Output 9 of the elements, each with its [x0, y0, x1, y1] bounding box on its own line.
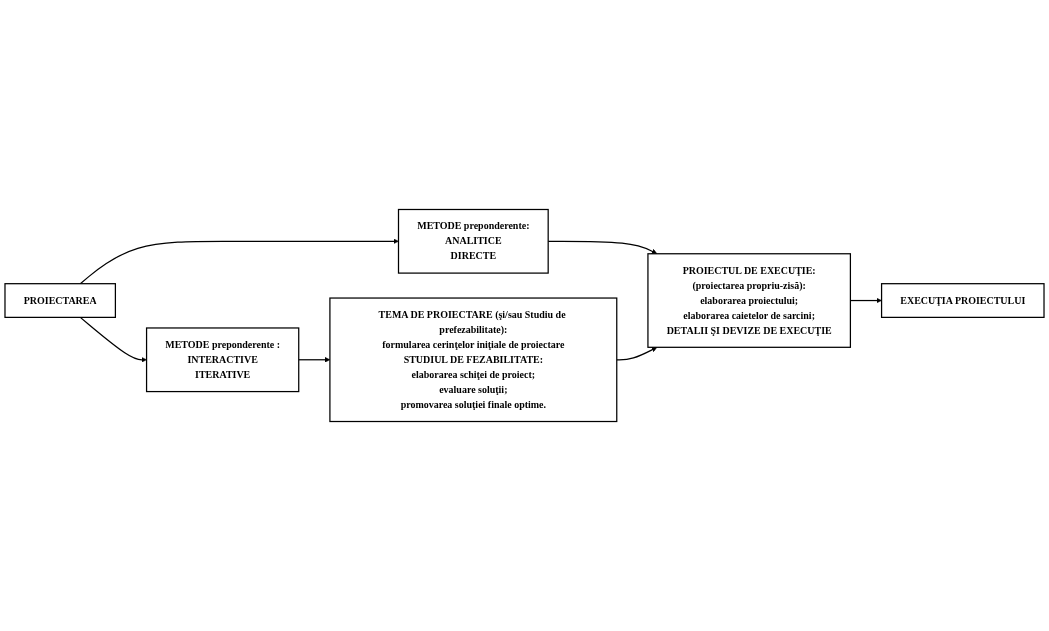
node-box: PROIECTUL DE EXECUŢIE: (proiectarea propriu-zisă): elaborarea proiectului; elaborarea caietelor de sarcini; DETALII ŞI DEVIZE DE EXECUŢIE	[647, 253, 852, 348]
node-box: METODE preponderente: ANALITICE DIRECTE	[397, 208, 549, 274]
node-box: TEMA DE PROIECTARE (şi/sau Studiu de prefezabilitate): formularea cerinţelor iniţiale de proiectare STUDIUL DE FEZABILITATE: elaborarea schiţei de proiect; evaluare soluţii; promovarea soluţiei finale optime.	[329, 297, 618, 423]
node-box: PROIECTAREA	[4, 283, 116, 318]
node-box: METODE preponderente : INTERACTIVE ITERATIVE	[145, 327, 300, 393]
arrow	[79, 238, 399, 285]
node-box: EXECUŢIA PROIECTULUI	[880, 283, 1045, 318]
arrow	[79, 316, 147, 363]
arrow	[616, 347, 658, 361]
